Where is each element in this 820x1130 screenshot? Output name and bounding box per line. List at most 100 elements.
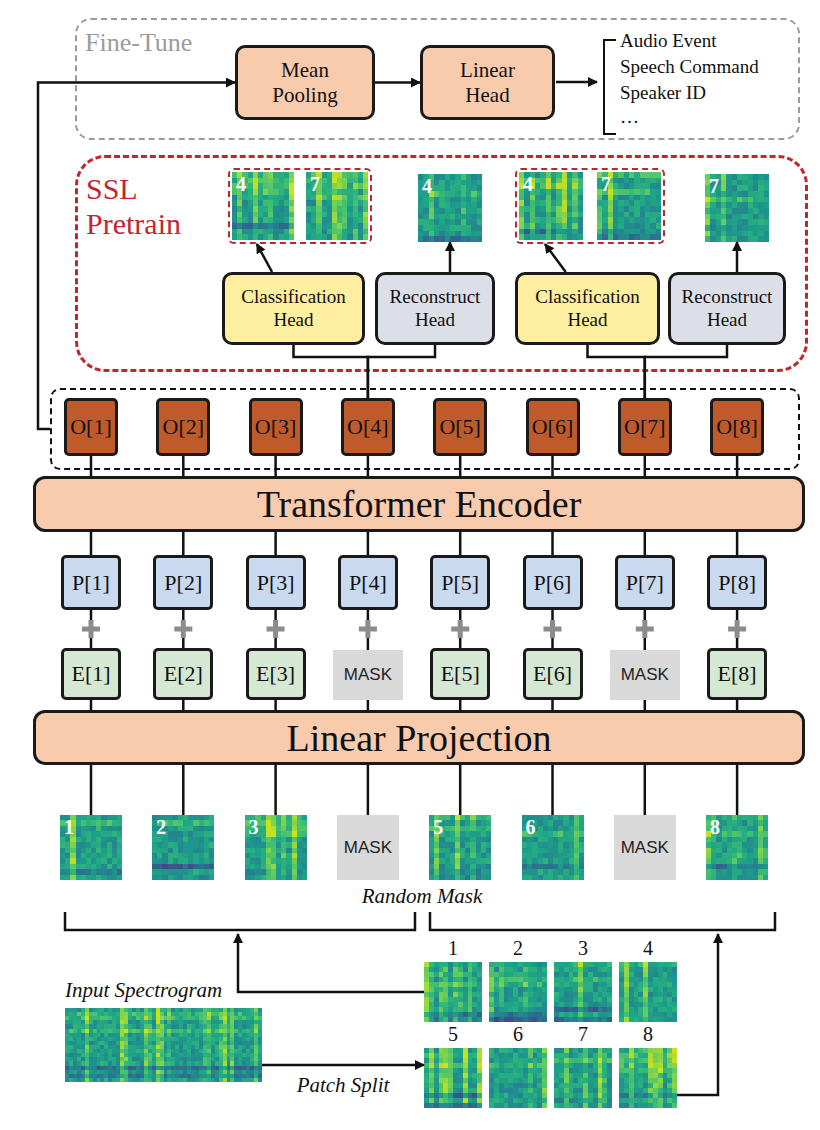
spectrogram-cell (764, 214, 769, 220)
spectrogram-cell (460, 853, 465, 859)
spectrogram-cell (458, 977, 463, 982)
spectrogram-cell (86, 875, 91, 880)
spectrogram-cell (358, 200, 363, 206)
spectrogram-cell (453, 997, 458, 1002)
spectrogram-cell (86, 826, 91, 832)
spectrogram-cell (260, 869, 265, 875)
spectrogram-cell (472, 992, 477, 997)
spectrogram-cell (455, 875, 460, 880)
spectrogram-cell (450, 231, 456, 237)
spectrogram-cell (258, 212, 263, 218)
spectrogram-cell (450, 214, 456, 220)
spectrogram-cell (537, 820, 542, 826)
spectrogram-cell (567, 183, 573, 189)
spectrogram-cell (306, 217, 311, 223)
spectrogram-cell (556, 229, 562, 235)
spectrogram-cell (281, 858, 286, 864)
spectrogram-cell (535, 189, 541, 195)
spectrogram-cell (439, 967, 444, 972)
spectrogram-cell (245, 842, 250, 848)
spectrogram-cell (716, 225, 722, 231)
spectrogram-cell (732, 842, 737, 848)
spectrogram-cell (178, 875, 183, 880)
spectrogram-cell (721, 214, 727, 220)
spectrogram-cell (567, 229, 573, 235)
spectrogram-cell (656, 206, 661, 212)
spectrogram-cell (711, 853, 716, 859)
spectrogram-cell (363, 200, 368, 206)
spectrogram-cell (455, 191, 461, 197)
spectrogram-cell (245, 869, 250, 875)
spectrogram-cell (572, 183, 578, 189)
task-bracket (604, 40, 616, 134)
spectrogram-cell (481, 831, 486, 837)
spectrogram-cell (722, 837, 727, 843)
spectrogram-cell (178, 858, 183, 864)
spectrogram-cell (471, 837, 476, 843)
spectrogram-cell (716, 214, 722, 220)
spectrogram-patch: 4 (232, 172, 294, 240)
spectrogram-cell (453, 1002, 458, 1007)
spectrogram-cell (455, 864, 460, 870)
spectrogram-cell (434, 236, 440, 242)
token-label: E[6] (533, 661, 572, 687)
spectrogram-cell (742, 197, 748, 203)
spectrogram-cell (613, 183, 619, 189)
spectrogram-cell (535, 195, 541, 201)
spectrogram-cell (260, 815, 265, 821)
spectrogram-cell (101, 853, 106, 859)
spectrogram-cell (107, 842, 112, 848)
spectrogram-cell (445, 842, 450, 848)
spectrogram-cell (527, 842, 532, 848)
spectrogram-cell (546, 183, 552, 189)
spectrogram-cell (443, 992, 448, 997)
spectrogram-cell (424, 997, 429, 1002)
output-arrow (556, 81, 597, 84)
spectrogram-cell (753, 815, 758, 821)
spectrogram-cell (265, 826, 270, 832)
spectrogram-cell (163, 853, 168, 859)
spectrogram-cell (81, 869, 86, 875)
patch-number: 4 (523, 173, 533, 196)
spectrogram-cell (60, 869, 65, 875)
spectrogram-cell (602, 234, 608, 240)
spectrogram-cell (656, 183, 661, 189)
spectrogram-cell (183, 842, 188, 848)
spectrogram-cell (465, 820, 470, 826)
spectrogram-cell (363, 183, 368, 189)
spectrogram-cell (530, 229, 536, 235)
spectrogram-cell (270, 826, 275, 832)
spectrogram-cell (358, 195, 363, 201)
spectrogram-cell (311, 229, 316, 235)
spectrogram-cell (556, 183, 562, 189)
spectrogram-cell (727, 831, 732, 837)
token-label: P[4] (349, 570, 387, 596)
spectrogram-cell (472, 987, 477, 992)
spectrogram-cell (445, 225, 451, 231)
spectrogram-cell (173, 815, 178, 821)
spectrogram-cell (253, 189, 258, 195)
spectrogram-cell (578, 217, 583, 223)
spectrogram-cell (563, 815, 568, 821)
spectrogram-cell (458, 967, 463, 972)
spectrogram-cell (434, 992, 439, 997)
spectrogram-cell (471, 842, 476, 848)
spectrogram-cell (563, 875, 568, 880)
mask-token: MASK (333, 650, 403, 700)
spectrogram-cell (434, 864, 439, 870)
spectrogram-cell (183, 869, 188, 875)
spectrogram-cell (188, 875, 193, 880)
spectrogram-cell (107, 820, 112, 826)
spectrogram-cell (486, 837, 491, 843)
spectrogram-cell (424, 1017, 429, 1022)
spectrogram-cell (418, 208, 424, 214)
spectrogram-cell (450, 864, 455, 870)
spectrogram-cell (556, 189, 562, 195)
spectrogram-cell (486, 864, 491, 870)
spectrogram-cell (468, 967, 473, 972)
spectrogram-cell (758, 858, 763, 864)
spectrogram-cell (448, 997, 453, 1002)
spectrogram-cell (656, 217, 661, 223)
mask-label: MASK (621, 665, 669, 685)
spectrogram-cell (322, 189, 327, 195)
